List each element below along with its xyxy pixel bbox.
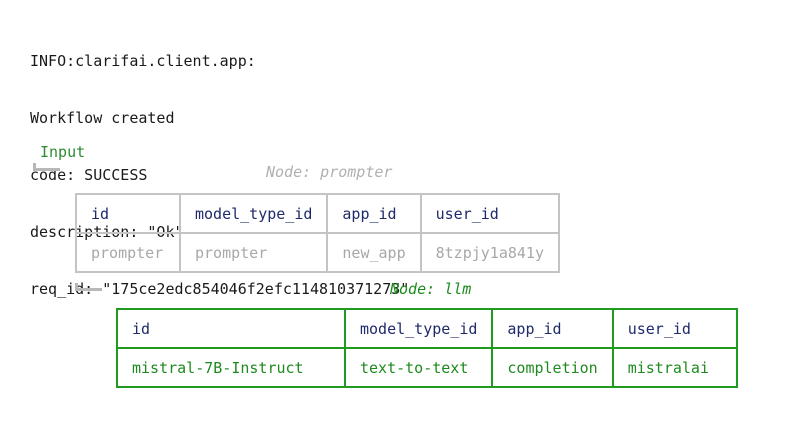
header-cell: app_id xyxy=(491,308,614,349)
header-cell: id xyxy=(116,308,346,349)
value-cell: new_app xyxy=(326,232,422,273)
header-cell: model_type_id xyxy=(178,193,329,234)
value-cell: mistral-7B-Instruct xyxy=(116,347,346,388)
header-cell: user_id xyxy=(611,308,738,349)
node-table-prompter: id model_type_id app_id user_id prompter… xyxy=(75,193,561,273)
value-cell: text-to-text xyxy=(343,347,494,388)
header-cell: user_id xyxy=(419,193,561,234)
value-cell: completion xyxy=(491,347,614,388)
tree-connector xyxy=(75,283,102,291)
table-row: mistral-7B-Instruct text-to-text complet… xyxy=(116,347,738,388)
header-cell: model_type_id xyxy=(343,308,494,349)
value-cell: mistralai xyxy=(611,347,738,388)
value-cell: prompter xyxy=(178,232,329,273)
node-table-llm: id model_type_id app_id user_id mistral-… xyxy=(116,308,738,388)
table-row: prompter prompter new_app 8tzpjy1a841y xyxy=(75,232,561,273)
node-title-llm: Node: llm xyxy=(390,280,472,298)
input-label: Input xyxy=(40,143,86,161)
header-cell: app_id xyxy=(326,193,422,234)
log-line: INFO:clarifai.client.app: xyxy=(30,52,256,70)
table-header-row: id model_type_id app_id user_id xyxy=(75,193,561,234)
header-cell: id xyxy=(75,193,181,234)
node-title-prompter: Node: prompter xyxy=(266,163,393,181)
value-cell: prompter xyxy=(75,232,181,273)
value-cell: 8tzpjy1a841y xyxy=(419,232,561,273)
log-line: Workflow created xyxy=(30,109,175,127)
tree-connector xyxy=(33,163,60,171)
table-header-row: id model_type_id app_id user_id xyxy=(116,308,738,349)
